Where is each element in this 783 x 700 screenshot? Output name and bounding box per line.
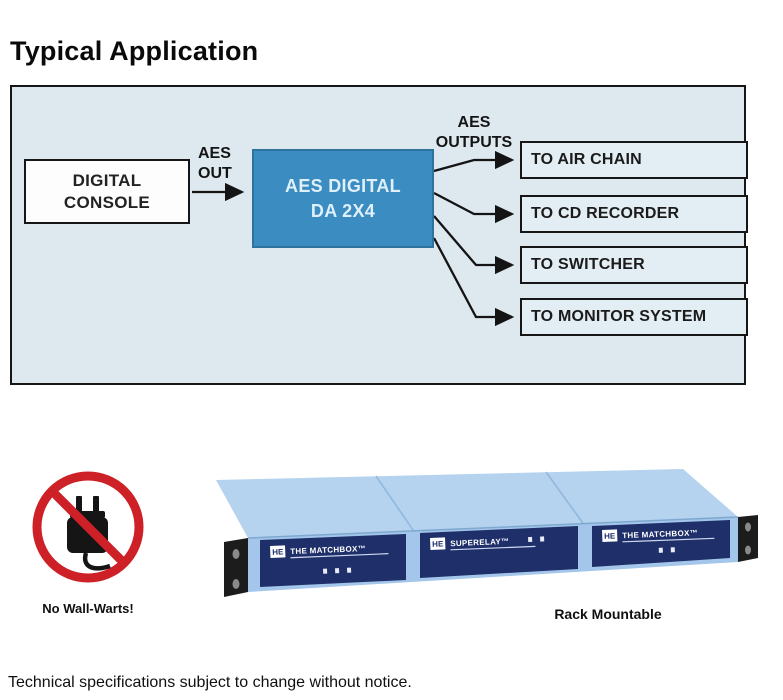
aes-outputs-line2: OUTPUTS <box>435 134 513 151</box>
rack-panel-center <box>420 526 578 578</box>
arrow-da-to-air-chain <box>433 150 515 173</box>
prohibition-slash <box>49 488 127 566</box>
rack-panel-left-content: HE THE MATCHBOX™ <box>270 544 389 574</box>
output-box-monitor-system: TO MONITOR SYSTEM <box>520 298 748 336</box>
rack-center-panel-label: SUPERELAY™ <box>450 537 509 548</box>
output-label: TO MONITOR SYSTEM <box>531 308 707 325</box>
aes-out-label: AES OUT <box>198 144 232 184</box>
output-box-air-chain: TO AIR CHAIN <box>520 141 748 179</box>
aes-outputs-line1: AES <box>457 114 491 131</box>
rack-unit-image: HE THE MATCHBOX™ HE SUPERELAY™ HE THE MA… <box>216 469 758 597</box>
rack-logo: HE <box>272 547 284 556</box>
output-box-switcher: TO SWITCHER <box>520 246 748 284</box>
rack-top-face <box>216 469 738 538</box>
rack-screw <box>745 522 751 532</box>
rack-screw <box>232 579 240 589</box>
rack-screw <box>745 545 751 555</box>
application-diagram: DIGITAL CONSOLE AES OUT AES DIGITAL DA 2… <box>10 85 748 385</box>
rack-left-panel-label: THE MATCHBOX™ <box>290 544 366 556</box>
no-wall-warts-caption: No Wall-Warts! <box>42 601 134 616</box>
rack-panel-left <box>260 534 406 587</box>
arrow-da-to-monitor <box>432 237 515 327</box>
da-line1: AES DIGITAL <box>285 175 401 196</box>
rack-screw <box>232 549 240 559</box>
da-line2: DA 2X4 <box>310 200 376 221</box>
page-title: Typical Application <box>10 36 259 66</box>
no-wall-warts-icon <box>32 471 144 583</box>
digital-console-box: DIGITAL CONSOLE <box>24 159 190 224</box>
arrow-da-to-cd-recorder <box>433 191 515 224</box>
aes-digital-da-box: AES DIGITAL DA 2X4 <box>252 149 434 248</box>
rack-right-ear <box>738 515 758 562</box>
rack-panel-right-content: HE THE MATCHBOX™ <box>602 528 715 553</box>
console-line1: DIGITAL <box>72 170 142 190</box>
rack-left-ear <box>224 538 248 597</box>
footer-note: Technical specifications subject to chan… <box>8 674 412 691</box>
rack-panel-center-content: HE SUPERELAY™ <box>430 536 545 551</box>
rack-mountable-caption: Rack Mountable <box>554 606 662 622</box>
rack-logo: HE <box>432 539 444 548</box>
aes-outputs-label: AES OUTPUTS <box>418 113 530 153</box>
aes-out-line1: AES <box>198 145 231 162</box>
aes-out-line2: OUT <box>198 165 232 182</box>
output-label: TO CD RECORDER <box>531 205 680 222</box>
rack-logo: HE <box>604 531 616 540</box>
arrow-da-to-switcher <box>433 215 515 275</box>
rack-right-panel-label: THE MATCHBOX™ <box>622 528 698 540</box>
console-line2: CONSOLE <box>63 192 151 212</box>
output-box-cd-recorder: TO CD RECORDER <box>520 195 748 233</box>
output-label: TO SWITCHER <box>531 256 645 273</box>
rack-panel-right <box>592 520 730 567</box>
output-label: TO AIR CHAIN <box>531 151 642 168</box>
